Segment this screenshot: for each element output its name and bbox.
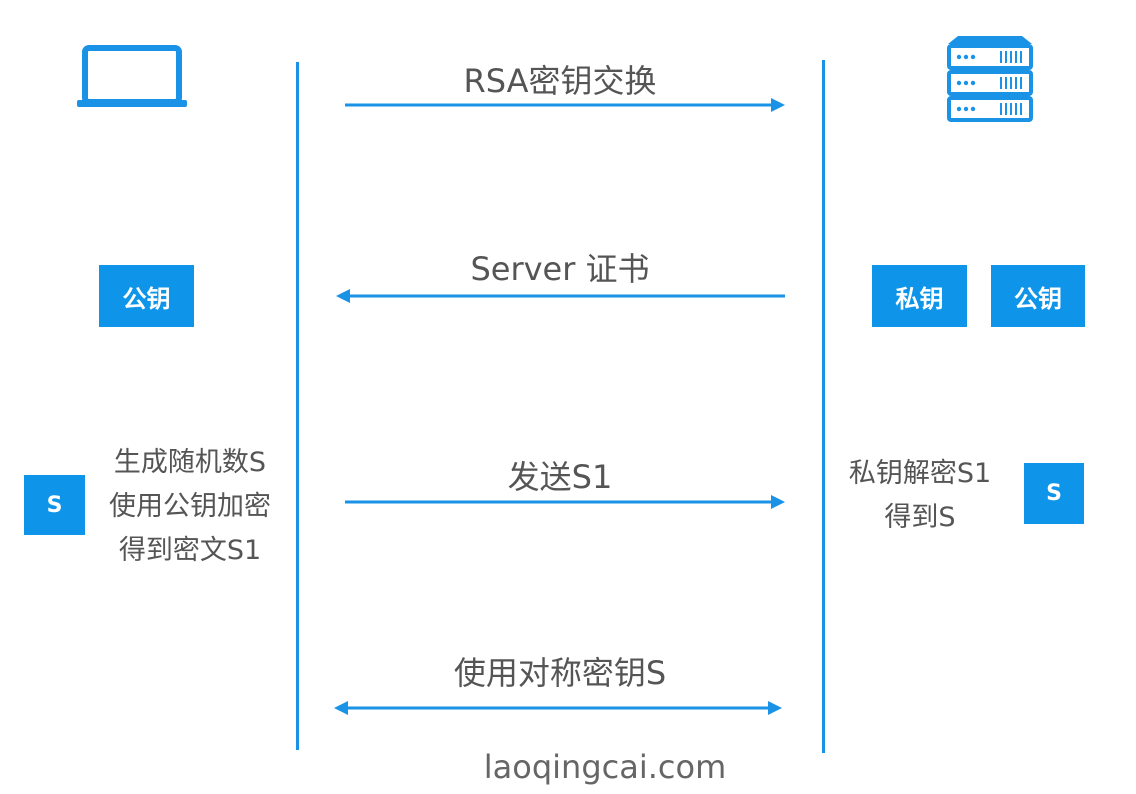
server-s-box: S — [1024, 463, 1084, 524]
client-note: 生成随机数S 使用公钥加密 得到密文S1 — [96, 441, 284, 573]
server-note-line: 私钥解密S1 — [848, 458, 992, 489]
client-public-key-box: 公钥 — [99, 265, 194, 327]
server-private-key-box: 私钥 — [872, 265, 967, 327]
laptop-icon — [77, 45, 187, 107]
label-server-cert: Server 证书 — [470, 250, 650, 288]
label-send-s1: 发送S1 — [507, 458, 613, 496]
client-note-line: 使用公钥加密 — [109, 491, 271, 522]
arrow-server-cert — [336, 289, 785, 303]
server-note-line: 得到S — [884, 502, 956, 533]
client-s-box: S — [24, 475, 85, 535]
arrow-use-symmetric — [334, 701, 782, 715]
arrow-send-s1 — [345, 495, 785, 509]
client-note-line: 得到密文S1 — [118, 535, 262, 566]
arrow-rsa-exchange — [345, 98, 785, 112]
server-note: 私钥解密S1 得到S — [836, 452, 1004, 540]
client-lifeline — [296, 62, 299, 750]
client-note-line: 生成随机数S — [113, 447, 267, 478]
label-rsa-exchange: RSA密钥交换 — [463, 62, 657, 100]
server-rack-icon — [947, 36, 1033, 122]
server-lifeline — [822, 60, 825, 753]
footer-watermark: laoqingcai.com — [483, 748, 727, 786]
label-use-symmetric: 使用对称密钥S — [453, 654, 667, 692]
server-public-key-box: 公钥 — [991, 265, 1085, 327]
